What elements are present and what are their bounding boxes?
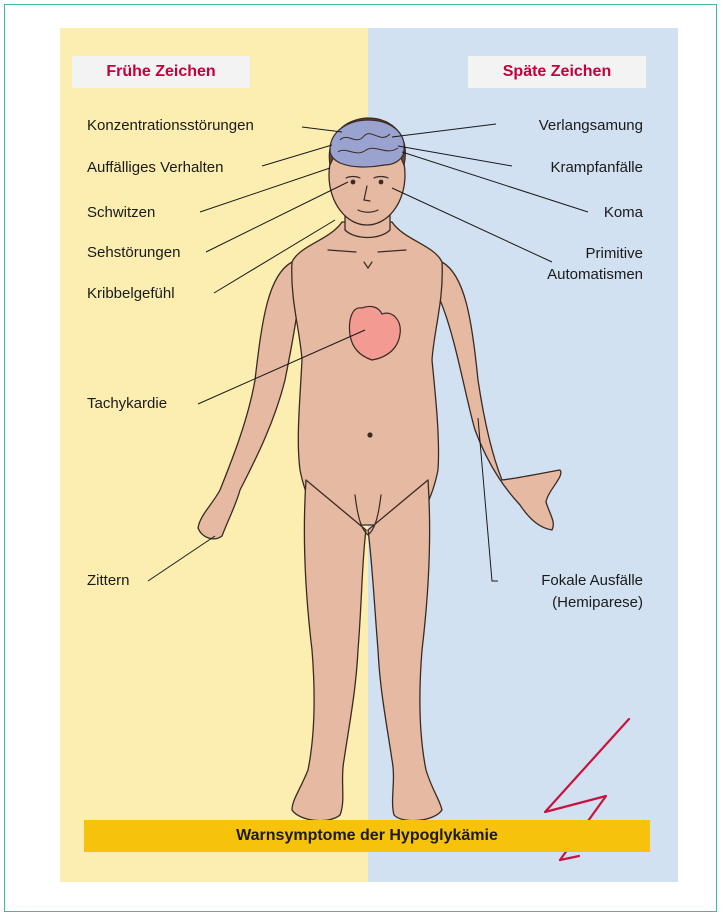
- line-verhalten: [262, 145, 332, 166]
- title-banner: Warnsymptome der Hypoglykämie: [84, 820, 650, 852]
- late-sign-label: (Hemiparese): [552, 593, 643, 613]
- early-sign-label: Kribbelgefühl: [87, 284, 175, 304]
- early-sign-label: Sehstörungen: [87, 243, 180, 263]
- line-konzentration: [302, 127, 342, 132]
- line-zittern: [148, 536, 215, 581]
- late-sign-label: Koma: [604, 203, 643, 223]
- right-leg: [368, 480, 442, 821]
- right-arm: [440, 262, 561, 530]
- early-sign-label: Konzentrationsstörungen: [87, 116, 254, 136]
- left-arm: [198, 262, 300, 539]
- late-sign-label: Krampfanfälle: [550, 158, 643, 178]
- late-sign-label: Fokale Ausfälle: [541, 571, 643, 591]
- early-sign-label: Zittern: [87, 571, 130, 591]
- brain: [330, 120, 404, 167]
- late-sign-label: Primitive: [585, 244, 643, 264]
- early-sign-label: Schwitzen: [87, 203, 155, 223]
- left-leg: [292, 480, 366, 821]
- late-sign-label: Verlangsamung: [539, 116, 643, 136]
- line-verlangsamung: [392, 124, 496, 137]
- early-sign-label: Tachykardie: [87, 394, 167, 414]
- late-sign-label: Automatismen: [547, 265, 643, 285]
- early-sign-label: Auffälliges Verhalten: [87, 158, 224, 178]
